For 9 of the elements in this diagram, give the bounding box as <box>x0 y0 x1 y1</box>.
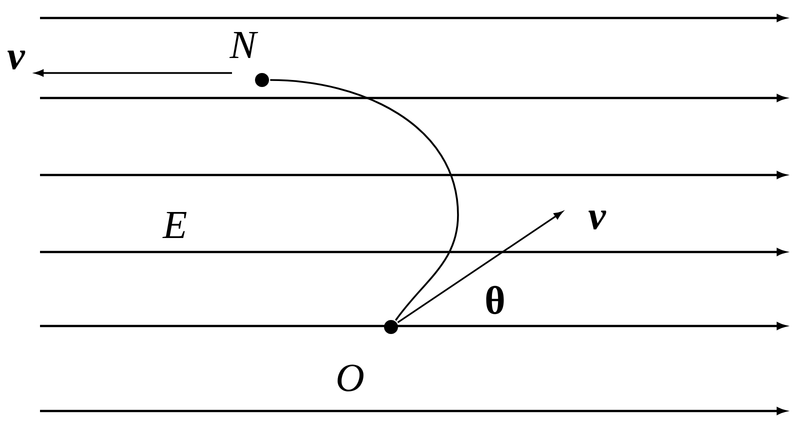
symbol-label: v <box>8 50 26 70</box>
point-dot <box>384 320 398 334</box>
point-dot <box>255 73 269 87</box>
symbol-label: E <box>162 212 187 238</box>
symbol-label: θ <box>486 286 504 314</box>
trajectory-curve <box>270 79 459 321</box>
point-label: N <box>229 32 258 58</box>
point-label: O <box>338 364 364 392</box>
symbol-label: v <box>588 210 606 230</box>
